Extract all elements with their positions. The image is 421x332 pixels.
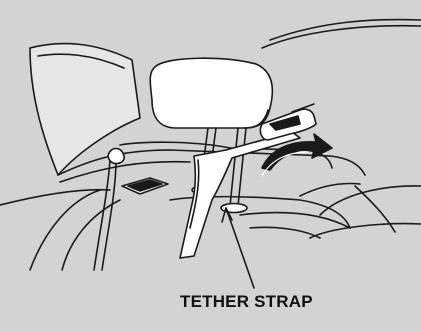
tether-strap-label: TETHER STRAP xyxy=(180,292,313,312)
callout-leader xyxy=(222,208,254,288)
anchor-bracket xyxy=(122,178,168,194)
headrest xyxy=(150,58,272,128)
right-seat xyxy=(310,186,421,238)
roof-outline xyxy=(262,20,421,48)
